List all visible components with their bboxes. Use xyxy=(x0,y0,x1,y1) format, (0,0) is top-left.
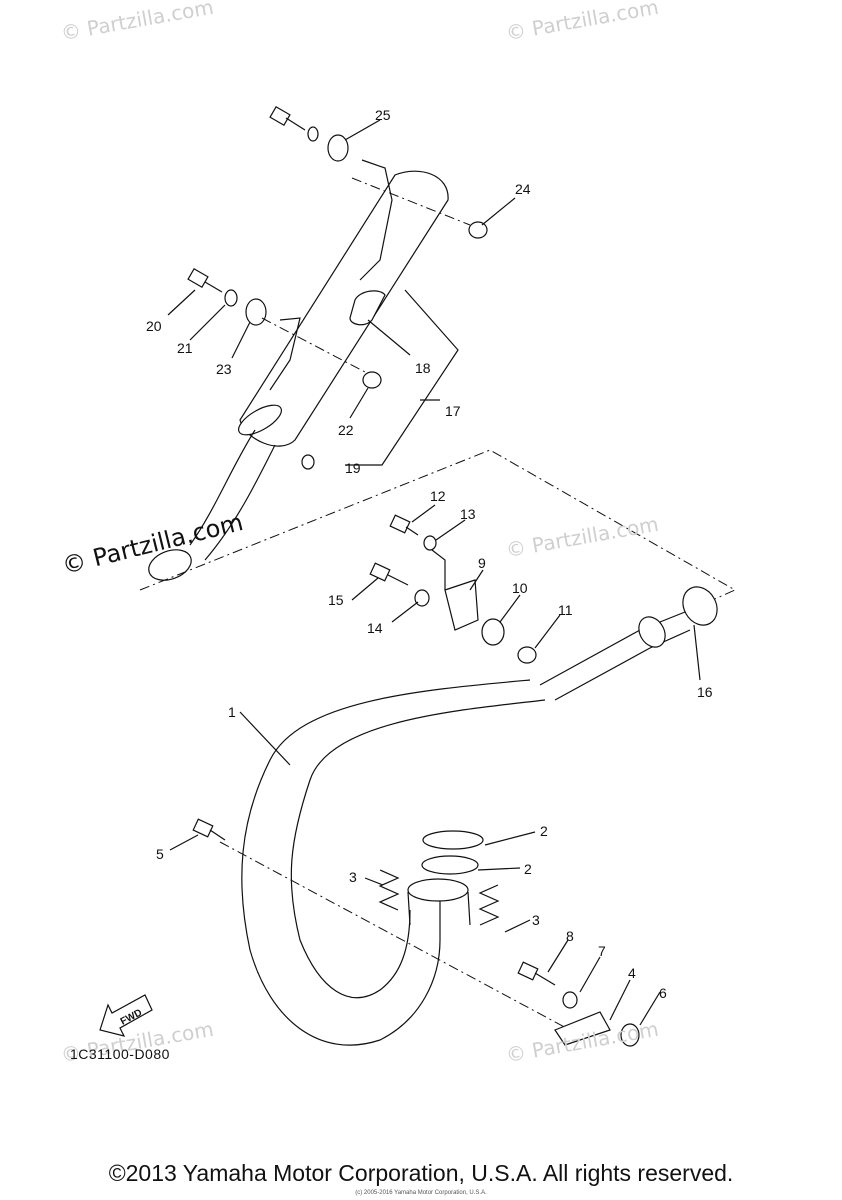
callout-11[interactable]: 11 xyxy=(558,602,573,618)
callout-9[interactable]: 9 xyxy=(478,555,486,571)
callout-2[interactable]: 2 xyxy=(540,823,548,839)
muffler xyxy=(148,159,449,581)
callout-4[interactable]: 4 xyxy=(628,965,636,981)
callout-7[interactable]: 7 xyxy=(598,943,606,959)
bracket-hardware xyxy=(369,514,537,664)
callout-24[interactable]: 24 xyxy=(515,181,531,197)
callout-10[interactable]: 10 xyxy=(512,580,528,596)
header-pipe xyxy=(241,586,718,1046)
callout-25[interactable]: 25 xyxy=(375,107,391,123)
callout-19[interactable]: 19 xyxy=(345,460,361,476)
callout-22[interactable]: 22 xyxy=(338,422,354,438)
callout-12[interactable]: 12 xyxy=(430,488,446,504)
diagram-code: 1C31100-D080 xyxy=(70,1046,170,1062)
callout-16[interactable]: 16 xyxy=(697,684,713,700)
callout-2[interactable]: 2 xyxy=(524,861,532,877)
callout-17[interactable]: 17 xyxy=(445,403,461,419)
callout-3[interactable]: 3 xyxy=(349,869,357,885)
callout-8[interactable]: 8 xyxy=(566,928,574,944)
callout-5[interactable]: 5 xyxy=(156,846,164,862)
callout-23[interactable]: 23 xyxy=(216,361,232,377)
leader-lines xyxy=(167,119,701,1026)
callout-20[interactable]: 20 xyxy=(146,318,162,334)
muffler-hardware xyxy=(187,105,488,470)
callout-13[interactable]: 13 xyxy=(460,506,476,522)
callout-3[interactable]: 3 xyxy=(532,912,540,928)
tiny-notice: (c) 2005-2016 Yamaha Motor Corporation, … xyxy=(355,1190,487,1196)
callout-14[interactable]: 14 xyxy=(367,620,383,636)
copyright-notice: ©2013 Yamaha Motor Corporation, U.S.A. A… xyxy=(108,1160,734,1186)
fwd-arrow-icon xyxy=(99,994,153,1037)
callout-15[interactable]: 15 xyxy=(328,592,344,608)
callout-6[interactable]: 6 xyxy=(659,985,667,1001)
lower-hardware xyxy=(192,818,640,1047)
callout-18[interactable]: 18 xyxy=(415,360,431,376)
callout-21[interactable]: 21 xyxy=(177,340,193,356)
callout-1[interactable]: 1 xyxy=(228,704,236,720)
